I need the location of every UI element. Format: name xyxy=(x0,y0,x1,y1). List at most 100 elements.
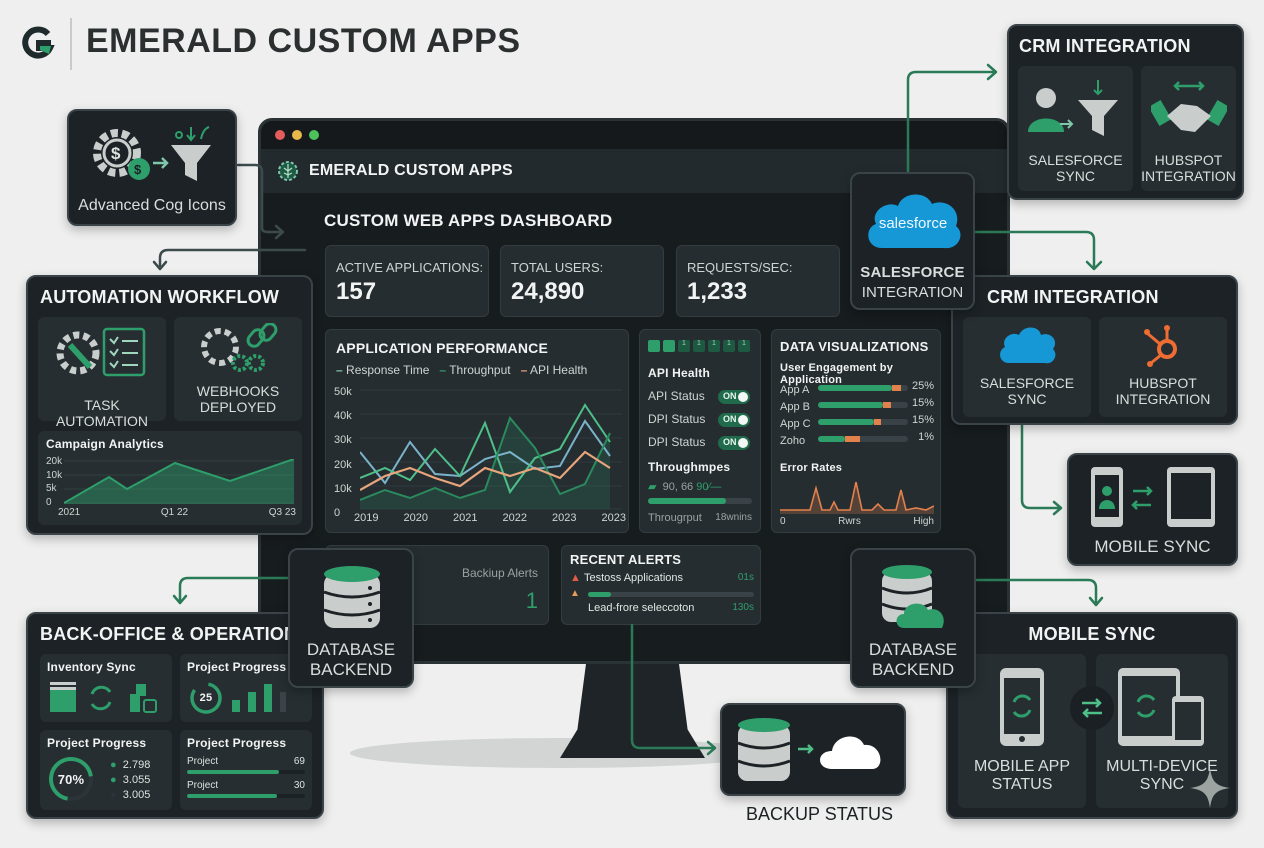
stat-value: 157 xyxy=(336,278,377,305)
inventory-sync-tile[interactable]: Inventory Sync xyxy=(40,654,172,722)
back-office-operations-card: BACK-OFFICE & OPERATIONS Inventory Sync … xyxy=(26,612,324,819)
gear-link-icon xyxy=(201,323,278,372)
tablet-phone-sync-icon xyxy=(1118,668,1204,746)
stat-active-applications: ACTIVE APPLICATIONS: 157 xyxy=(325,245,489,317)
application-performance-chart: APPLICATION PERFORMANCE – Response Time … xyxy=(325,329,629,533)
cog-card-label: Advanced Cog Icons xyxy=(78,197,226,214)
api-health-title: API Health xyxy=(648,366,711,380)
chart-title: APPLICATION PERFORMANCE xyxy=(336,340,549,356)
monitor-stand xyxy=(560,663,705,758)
hubspot-icon xyxy=(1144,325,1177,367)
database-cloud-icon xyxy=(881,565,944,628)
legend-response-time: – Response Time xyxy=(336,363,430,377)
brand-logo xyxy=(20,26,56,62)
area-chart-plot xyxy=(64,459,294,504)
progress-ring xyxy=(190,682,222,714)
automation-workflow-card: AUTOMATION WORKFLOW TASK AUTOMATION WEBH… xyxy=(26,275,313,535)
maximize-window-button[interactable] xyxy=(309,130,319,140)
svg-text:$: $ xyxy=(134,162,142,177)
minimize-window-button[interactable] xyxy=(292,130,302,140)
stat-total-users: TOTAL USERS: 24,890 xyxy=(500,245,664,317)
backup-status-label: BACKUP STATUS xyxy=(746,804,894,824)
stat-value: 24,890 xyxy=(511,278,585,305)
handshake-icon xyxy=(1151,81,1227,132)
legend-api-health: – API Health xyxy=(520,363,588,377)
alert-item[interactable]: Lead-frore seleccoton 130s xyxy=(588,602,754,614)
dpi-status-toggle[interactable]: ON xyxy=(718,413,750,427)
salesforce-cloud-icon xyxy=(1000,327,1056,364)
advanced-cog-card[interactable]: $ $ Advanced Cog Icons xyxy=(67,109,237,226)
g-logo-icon xyxy=(22,26,55,59)
cog-dollar-funnel-icon: $ $ xyxy=(93,126,211,181)
stat-requests-per-sec: REQUESTS/SEC: 1,233 xyxy=(676,245,840,317)
salesforce-integration-badge[interactable]: salesforce SALESFORCE INTEGRATION xyxy=(850,172,975,310)
chart-legend: – Response Time – Throughput – API Healt… xyxy=(336,363,587,377)
header-divider xyxy=(70,18,72,70)
progress-donut xyxy=(49,757,93,801)
throughput-title: Throughmpes xyxy=(648,460,731,474)
health-segments: 1 1 1 1 1 xyxy=(648,340,750,352)
user-funnel-icon xyxy=(1028,80,1118,136)
svg-text:salesforce: salesforce xyxy=(879,215,947,232)
close-window-button[interactable] xyxy=(275,130,285,140)
stat-label: REQUESTS/SEC: xyxy=(687,260,793,275)
sync-arrows-icon xyxy=(1070,686,1114,730)
window-titlebar xyxy=(261,121,1007,149)
api-health-panel: 1 1 1 1 1 API Health API Status ON DPI S… xyxy=(639,329,761,533)
page-title: EMERALD CUSTOM APPS xyxy=(86,22,521,60)
stat-value: 1,233 xyxy=(687,278,748,305)
dashboard-title: CUSTOM WEB APPS DASHBOARD xyxy=(324,211,613,230)
backup-status-card[interactable] xyxy=(720,703,906,796)
phone-tablet-sync-icon xyxy=(1091,467,1215,527)
project-progress-tile-2[interactable]: Project Progress 70% ● 2.798 ● 3.055 ● 3… xyxy=(40,730,172,810)
database-icon xyxy=(323,566,381,628)
svg-text:$: $ xyxy=(111,144,121,163)
task-automation-tile[interactable]: TASK AUTOMATION xyxy=(38,317,166,429)
recent-alerts-card: RECENT ALERTS ▲ Testoss Applications 01s… xyxy=(561,545,761,625)
api-status-row: API Status ON xyxy=(640,388,760,408)
alert-item[interactable]: ▲ Testoss Applications 01s xyxy=(570,572,754,584)
data-visualizations-panel: DATA VISUALIZATIONS User Engagement by A… xyxy=(771,329,941,533)
stat-label: TOTAL USERS: xyxy=(511,260,604,275)
sparkle-icon xyxy=(1190,768,1230,808)
inventory-icons xyxy=(50,682,157,713)
throughput-progress xyxy=(648,498,752,504)
warning-icon: ▲ xyxy=(570,572,581,584)
api-status-toggle[interactable]: ON xyxy=(718,390,750,404)
gear-wrench-checklist-icon xyxy=(56,327,146,377)
dpi-status-toggle-2[interactable]: ON xyxy=(718,436,750,450)
salesforce-cloud-icon: salesforce xyxy=(868,194,961,249)
warning-icon: ▲ xyxy=(570,588,580,599)
line-chart-plot xyxy=(360,389,622,510)
legend-throughput: – Throughput xyxy=(439,363,511,377)
error-rate-sparkline xyxy=(780,481,934,514)
database-to-cloud-icon xyxy=(737,718,881,781)
monitor-shadow xyxy=(350,738,770,768)
app-title: EMERALD CUSTOM APPS xyxy=(309,162,513,179)
dpi-status-row: DPI Status ON xyxy=(640,411,760,431)
dpi-status-row-2: DPI Status ON xyxy=(640,434,760,454)
stat-label: ACTIVE APPLICATIONS: xyxy=(336,260,484,275)
mobile-sync-card[interactable]: MOBILE SYNC xyxy=(1067,453,1238,566)
throughput-values: ▰ 90, 66 90⁄— xyxy=(648,481,722,493)
